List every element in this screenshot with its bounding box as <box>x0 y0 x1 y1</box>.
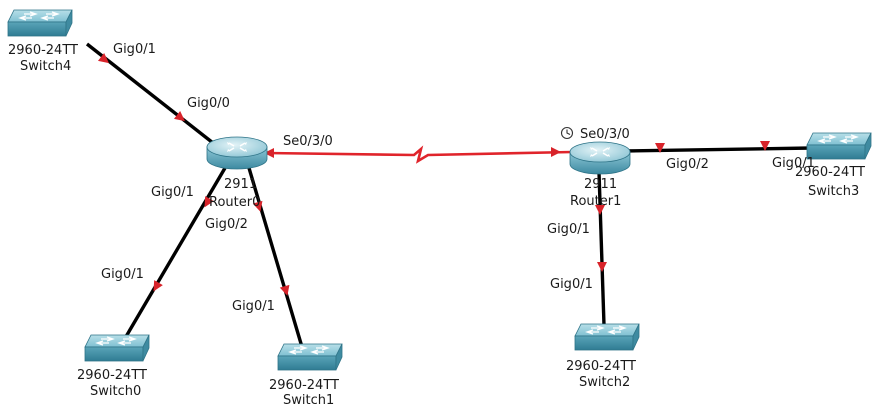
port-label-router0-gig01: Gig0/1 <box>151 185 194 200</box>
switch-icon <box>277 343 343 371</box>
device-name-label: Router0 <box>209 195 260 210</box>
port-label-router1-gig02: Gig0/2 <box>666 157 709 172</box>
device-model-label: 2960-24TT <box>77 368 147 383</box>
device-model-label: 2911 <box>224 177 257 192</box>
device-name-label: Switch1 <box>283 393 334 405</box>
links-layer <box>85 42 813 348</box>
link-router0-router1-serial[interactable] <box>265 145 573 164</box>
port-label-switch4-gig01: Gig0/1 <box>113 42 156 57</box>
device-switch2[interactable]: 2960-24TT Switch2 <box>566 323 640 390</box>
device-name-label: Switch3 <box>808 184 859 199</box>
device-model-label: 2960-24TT <box>8 43 78 58</box>
router-icon <box>206 136 268 170</box>
device-model-label: 2911 <box>584 177 617 192</box>
port-label-switch1-gig01: Gig0/1 <box>232 299 275 314</box>
device-model-label: 2960-24TT <box>566 359 636 374</box>
device-name-label: Switch4 <box>20 59 71 74</box>
device-name-label: Router1 <box>570 194 621 209</box>
link-router0-switch1[interactable] <box>247 167 304 348</box>
link-router0-switch0[interactable] <box>122 167 227 341</box>
device-name-label: Switch2 <box>579 375 630 390</box>
port-label-switch0-gig01: Gig0/1 <box>101 267 144 282</box>
device-name-label: Switch0 <box>90 384 141 399</box>
device-switch4[interactable]: 2960-24TT Switch4 <box>7 9 78 74</box>
device-switch3[interactable]: 2960-24TT Switch3 <box>795 132 872 199</box>
port-label-switch3-gig01: Gig0/1 <box>772 156 815 171</box>
switch-icon <box>574 323 640 351</box>
port-label-router0-gig00: Gig0/0 <box>187 96 230 111</box>
switch-icon <box>84 334 150 362</box>
device-router1[interactable]: 2911 Router1 <box>569 141 631 209</box>
router1-serial-port-label: Se0/3/0 <box>560 126 630 142</box>
port-indicators <box>97 52 770 298</box>
device-switch0[interactable]: 2960-24TT Switch0 <box>77 334 150 399</box>
port-label-router0-gig02: Gig0/2 <box>205 217 248 232</box>
link-router1-switch3[interactable] <box>621 146 813 153</box>
link-router1-switch2[interactable] <box>597 171 606 326</box>
port-label-switch2-gig01: Gig0/1 <box>550 277 593 292</box>
switch-icon <box>7 9 73 37</box>
device-model-label: 2960-24TT <box>795 165 865 180</box>
link-switch4-router0[interactable] <box>85 42 224 152</box>
switch-icon <box>806 132 872 160</box>
router-icon <box>569 141 631 175</box>
device-router0[interactable]: 2911 Router0 <box>206 136 268 210</box>
port-labels: Gig0/1 Gig0/0 Se0/3/0 Gig0/1 Gig0/2 Gig0… <box>101 42 815 314</box>
port-label-router0-se030: Se0/3/0 <box>283 134 333 149</box>
clock-icon <box>560 126 574 140</box>
port-arrow-switch2-gig01 <box>597 262 607 272</box>
port-label-router1-gig01: Gig0/1 <box>547 222 590 237</box>
port-label-router1-se030: Se0/3/0 <box>580 127 630 142</box>
device-switch1[interactable]: 2960-24TT Switch1 <box>269 343 343 405</box>
port-arrow-router1-se030 <box>551 147 561 157</box>
device-model-label: 2960-24TT <box>269 378 339 393</box>
